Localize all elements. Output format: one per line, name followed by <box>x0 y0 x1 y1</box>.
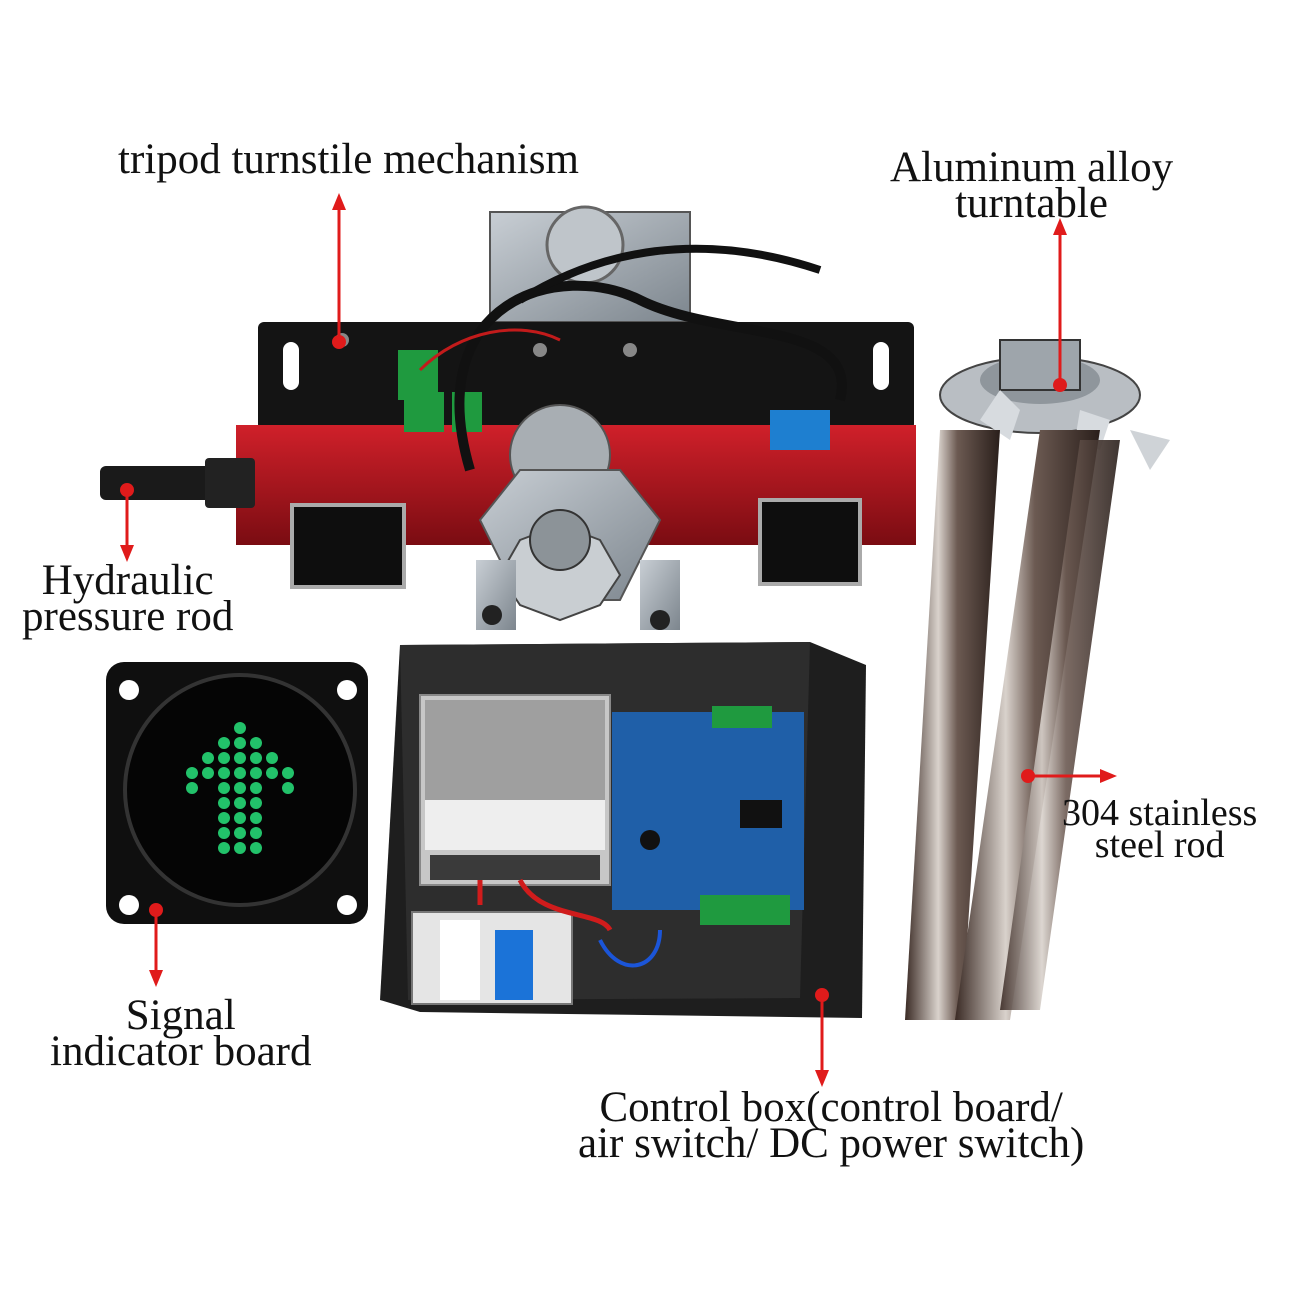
led-dot <box>266 752 278 764</box>
led-dot <box>186 767 198 779</box>
led-dot <box>218 812 230 824</box>
led-dot <box>234 797 246 809</box>
label-turntable: Aluminum alloy turntable <box>890 144 1174 227</box>
led-dot <box>250 782 262 794</box>
led-dot <box>234 722 246 734</box>
led-dot <box>282 767 294 779</box>
led-dot <box>250 827 262 839</box>
led-dot <box>218 842 230 854</box>
arrow-turntable <box>1053 218 1067 392</box>
label-signal-board: Signal indicator board <box>50 992 312 1075</box>
led-dot <box>218 827 230 839</box>
arrow-mechanism <box>332 193 346 349</box>
arrow-led-matrix <box>186 722 294 854</box>
led-dot <box>250 797 262 809</box>
led-dot <box>234 827 246 839</box>
turntable-and-rods <box>905 339 1170 1020</box>
arrow-signal <box>149 903 163 987</box>
led-dot <box>234 812 246 824</box>
label-tripod-mechanism: tripod turnstile mechanism <box>118 136 579 183</box>
led-dot <box>234 737 246 749</box>
led-dot <box>202 752 214 764</box>
led-dot <box>234 752 246 764</box>
label-control-box: Control box(control board/ air switch/ D… <box>578 1084 1085 1167</box>
led-dot <box>250 752 262 764</box>
led-dot <box>218 752 230 764</box>
led-dot <box>234 782 246 794</box>
turnstile-mechanism <box>100 205 916 630</box>
control-box <box>380 642 866 1018</box>
led-dot <box>218 767 230 779</box>
arrow-control-box <box>815 988 829 1087</box>
led-dot <box>266 767 278 779</box>
label-hydraulic-rod: Hydraulic pressure rod <box>22 557 234 640</box>
led-dot <box>282 782 294 794</box>
led-dot <box>218 797 230 809</box>
led-dot <box>234 767 246 779</box>
callout-arrows <box>120 193 1117 1087</box>
led-dot <box>250 842 262 854</box>
led-dot <box>250 767 262 779</box>
led-dot <box>250 812 262 824</box>
led-dot <box>202 767 214 779</box>
led-dot <box>218 782 230 794</box>
signal-indicator-board <box>106 662 368 924</box>
led-dot <box>218 737 230 749</box>
led-dot <box>250 737 262 749</box>
led-dot <box>186 782 198 794</box>
arrow-rod <box>1021 769 1117 783</box>
label-steel-rod: 304 stainless steel rod <box>1062 792 1258 866</box>
arrow-hydraulic <box>120 483 134 562</box>
led-dot <box>234 842 246 854</box>
